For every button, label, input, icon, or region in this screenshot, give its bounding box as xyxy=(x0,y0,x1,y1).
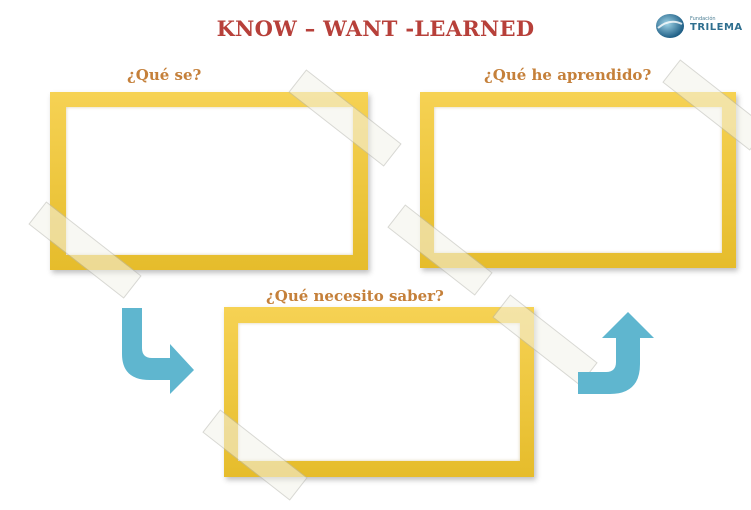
logo-globe-icon xyxy=(656,14,684,38)
know-box[interactable] xyxy=(50,92,368,270)
want-label: ¿Qué necesito saber? xyxy=(266,287,444,305)
know-label: ¿Qué se? xyxy=(127,66,202,84)
learned-box[interactable] xyxy=(420,92,736,268)
learned-writing-area[interactable] xyxy=(434,107,722,253)
trilema-logo: Fundación TRILEMA xyxy=(654,12,744,40)
want-box[interactable] xyxy=(224,307,534,477)
know-writing-area[interactable] xyxy=(66,107,353,255)
learned-label: ¿Qué he aprendido? xyxy=(484,66,652,84)
logo-subtitle: Fundación xyxy=(690,16,716,22)
curved-arrow-up-right-icon xyxy=(578,312,654,394)
page-title: KNOW – WANT -LEARNED xyxy=(216,16,535,41)
want-writing-area[interactable] xyxy=(238,323,520,461)
curved-arrow-down-right-icon xyxy=(122,308,194,394)
logo-name: TRILEMA xyxy=(690,22,743,33)
